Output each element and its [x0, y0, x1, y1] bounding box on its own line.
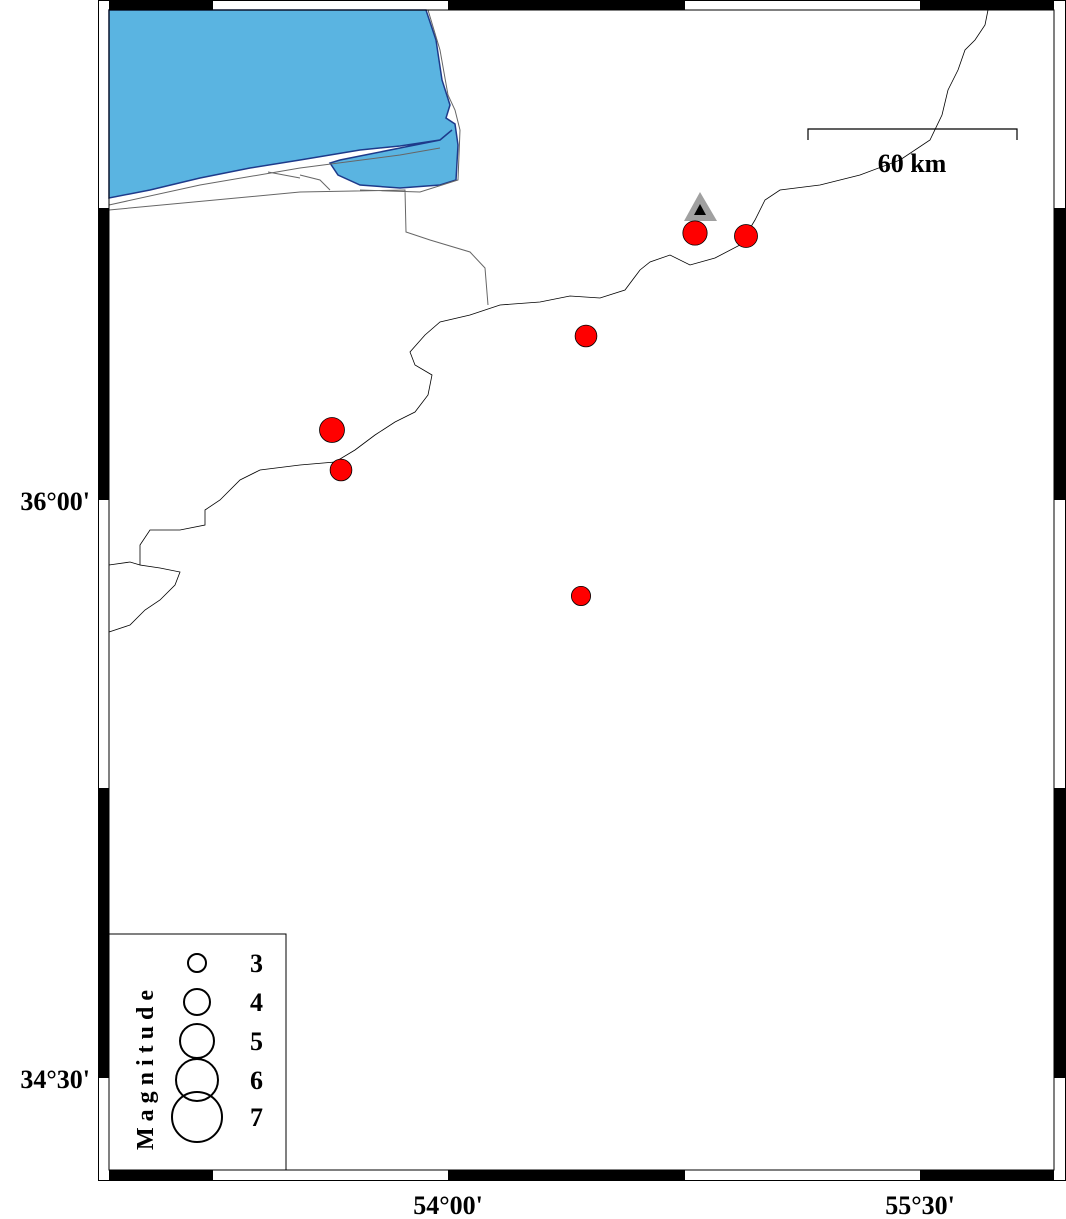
scale-bar [807, 128, 1018, 140]
legend-circle [187, 953, 207, 973]
legend-label: 5 [250, 1027, 263, 1056]
lon-label: 55°30' [885, 1191, 955, 1219]
lon-label: 54°00' [413, 1191, 483, 1219]
scale-bar-label: 60 km [878, 149, 947, 178]
legend-label: 3 [250, 949, 263, 978]
lat-label: 36°00' [20, 487, 90, 516]
province-boundary [108, 9, 989, 633]
frame-ticks [98, 0, 1065, 1180]
legend-circle [183, 988, 211, 1016]
coastline [108, 9, 489, 306]
earthquake-event [571, 586, 592, 607]
legend-label: 6 [250, 1066, 263, 1095]
earthquake-event [734, 224, 758, 248]
earthquake-event [682, 220, 708, 246]
legend-circle [171, 1091, 223, 1143]
water-body [108, 9, 459, 199]
earthquake-event [329, 458, 353, 482]
earthquake-event [574, 324, 598, 348]
lat-label: 34°30' [20, 1065, 90, 1094]
legend-label: 7 [250, 1103, 263, 1132]
legend: Magnitude 3 4 5 6 7 [108, 933, 287, 1171]
legend-label: 4 [250, 988, 263, 1017]
station-triangle-icon [684, 192, 717, 221]
legend-title: Magnitude [133, 984, 159, 1150]
earthquake-event [319, 417, 345, 443]
legend-circle [175, 1058, 219, 1102]
